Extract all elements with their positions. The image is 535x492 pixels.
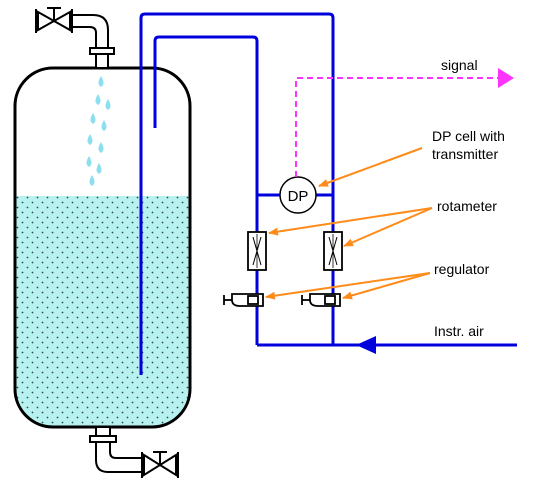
drop [87, 134, 93, 145]
drop [86, 156, 92, 167]
drop [89, 175, 95, 186]
dip-tube-long [139, 12, 335, 375]
rotameter-left [247, 231, 267, 271]
drop [98, 142, 104, 153]
labels: signal DP cell with transmitter rotamete… [432, 57, 505, 339]
outlet-valve-icon [141, 451, 179, 478]
air-piping [139, 12, 517, 375]
signal-arrow [498, 68, 514, 88]
label-rotameter: rotameter [437, 198, 497, 214]
outlet-pipe [89, 426, 142, 473]
label-instr-air: Instr. air [434, 323, 484, 339]
callout-arrows [265, 147, 433, 300]
regulator-left [223, 293, 264, 307]
label-signal: signal [441, 57, 478, 73]
regulator-right [301, 293, 341, 307]
drop [96, 163, 102, 174]
label-regulator: regulator [434, 261, 490, 277]
callout-regulator-left [265, 272, 431, 300]
drop [90, 113, 96, 124]
drop [101, 120, 107, 131]
drop [95, 94, 101, 105]
callout-regulator-right [342, 272, 431, 300]
liquid-dot-pattern [15, 196, 190, 427]
dip-tube-short [153, 35, 259, 345]
drop [98, 76, 104, 87]
inlet-pipe [72, 14, 115, 69]
signal-line [295, 77, 500, 177]
inlet-valve-icon [35, 7, 73, 33]
dp-cell-symbol: DP [288, 188, 309, 205]
callout-rotameter-left [268, 207, 433, 236]
label-dp-cell-line2: transmitter [432, 146, 498, 162]
drop [105, 99, 111, 110]
dp-cell: DP [279, 176, 317, 214]
falling-drops [86, 76, 111, 186]
callout-rotameter-right [343, 207, 433, 247]
rotameter-right [323, 231, 343, 271]
label-dp-cell-line1: DP cell with [432, 128, 505, 144]
vessel [13, 66, 192, 429]
callout-dp-cell [318, 147, 423, 187]
instr-air-arrow [356, 336, 376, 354]
